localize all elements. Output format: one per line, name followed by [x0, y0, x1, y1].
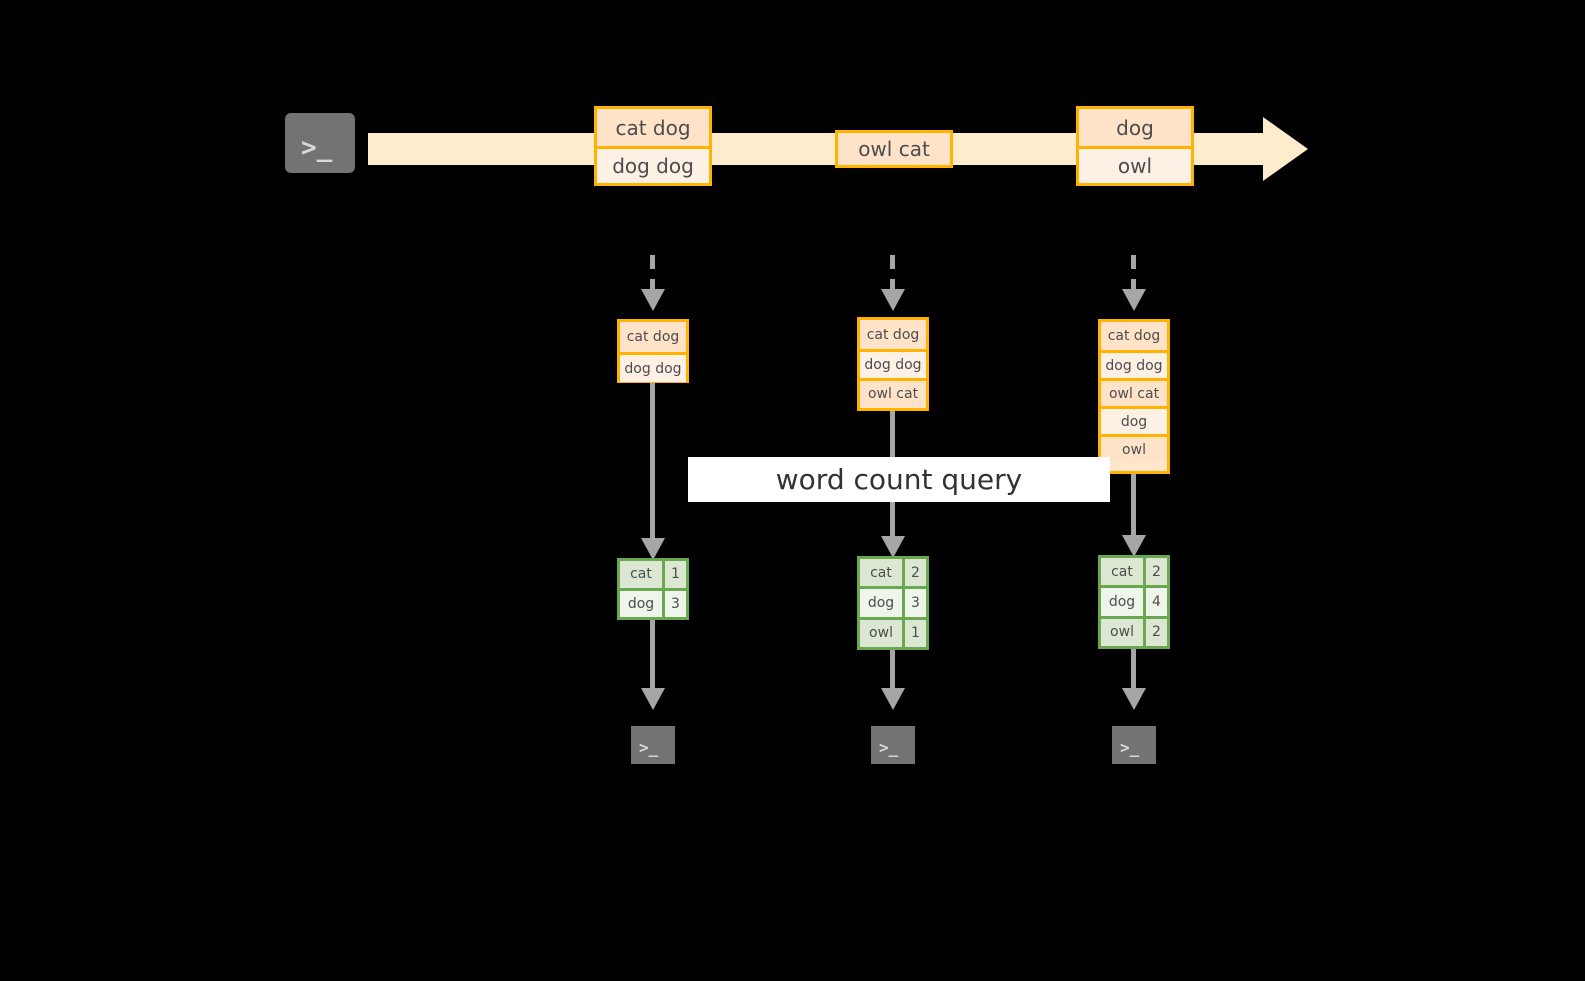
- snapshot-3-tap-line: [1131, 255, 1136, 291]
- snapshot-message-row: dog dog: [620, 352, 686, 382]
- table-cell-word: owl: [860, 619, 905, 647]
- table-cell-count: 4: [1146, 588, 1167, 616]
- snapshot-3-output-arrowhead: [1122, 688, 1146, 710]
- table-cell-count: 3: [905, 589, 926, 617]
- table-row: cat 2: [860, 559, 926, 587]
- table-cell-word: cat: [1101, 558, 1146, 586]
- stream-arrowhead: [1263, 117, 1308, 181]
- stream-message-3[interactable]: dog owl: [1076, 106, 1194, 186]
- terminal-prompt-icon: >_: [1120, 738, 1140, 757]
- terminal-prompt-icon: >_: [639, 738, 659, 757]
- snapshot-3-consumer-terminal[interactable]: >_: [1102, 716, 1166, 774]
- table-cell-count: 1: [665, 561, 686, 588]
- snapshot-3-messages[interactable]: cat dog dog dog owl cat dog owl: [1098, 319, 1170, 474]
- table-row: cat 1: [620, 561, 686, 588]
- snapshot-3-query-line: [1131, 474, 1136, 544]
- snapshot-2-output-arrowhead: [881, 688, 905, 710]
- snapshot-1-tap-arrowhead: [641, 289, 665, 311]
- snapshot-2-query-arrowhead: [881, 536, 905, 558]
- table-cell-word: cat: [860, 559, 905, 587]
- query-label: word count query: [688, 457, 1110, 502]
- table-row: owl 1: [860, 616, 926, 647]
- table-row: dog 3: [860, 586, 926, 617]
- terminal-prompt-icon: >_: [301, 133, 333, 163]
- snapshot-message-row: owl: [1101, 434, 1167, 462]
- table-row: owl 2: [1101, 615, 1167, 646]
- snapshot-2-output-line: [890, 650, 895, 695]
- table-row: cat 2: [1101, 558, 1167, 586]
- snapshot-1-result-table[interactable]: cat 1 dog 3: [617, 558, 689, 620]
- snapshot-3-result-table[interactable]: cat 2 dog 4 owl 2: [1098, 555, 1170, 649]
- table-cell-word: dog: [1101, 588, 1146, 616]
- stream-message-line: dog: [1079, 109, 1191, 146]
- snapshot-message-row: owl cat: [860, 378, 926, 407]
- snapshot-message-row: owl cat: [1101, 378, 1167, 406]
- stream-message-2[interactable]: owl cat: [835, 130, 953, 168]
- table-cell-count: 2: [1146, 618, 1167, 646]
- snapshot-message-row: dog dog: [1101, 350, 1167, 378]
- table-cell-word: cat: [620, 561, 665, 588]
- table-row: dog 3: [620, 587, 686, 617]
- snapshot-message-row: cat dog: [860, 320, 926, 349]
- stream-message-line: owl: [1079, 146, 1191, 183]
- snapshot-1-output-line: [650, 620, 655, 695]
- snapshot-message-row: dog dog: [860, 349, 926, 378]
- table-cell-count: 2: [1146, 558, 1167, 586]
- snapshot-message-row: dog: [1101, 406, 1167, 434]
- table-row: dog 4: [1101, 585, 1167, 616]
- snapshot-3-output-line: [1131, 649, 1136, 695]
- table-cell-count: 1: [905, 619, 926, 647]
- snapshot-2-tap-line: [890, 255, 895, 291]
- stream-message-line: dog dog: [597, 146, 709, 183]
- snapshot-3-query-arrowhead: [1122, 535, 1146, 557]
- table-cell-word: dog: [620, 590, 665, 617]
- snapshot-1-tap-line: [650, 255, 655, 291]
- snapshot-message-row: cat dog: [1101, 322, 1167, 350]
- table-cell-word: owl: [1101, 618, 1146, 646]
- snapshot-2-tap-arrowhead: [881, 289, 905, 311]
- producer-terminal[interactable]: >_: [275, 103, 365, 183]
- snapshot-1-consumer-terminal[interactable]: >_: [621, 716, 685, 774]
- stream-message-1[interactable]: cat dog dog dog: [594, 106, 712, 186]
- snapshot-3-tap-arrowhead: [1122, 289, 1146, 311]
- snapshot-2-consumer-terminal[interactable]: >_: [861, 716, 925, 774]
- snapshot-1-query-arrowhead: [641, 538, 665, 560]
- snapshot-2-messages[interactable]: cat dog dog dog owl cat: [857, 317, 929, 411]
- snapshot-1-output-arrowhead: [641, 688, 665, 710]
- stream-message-line: owl cat: [838, 133, 950, 165]
- table-cell-count: 2: [905, 559, 926, 587]
- snapshot-message-row: cat dog: [620, 322, 686, 352]
- terminal-prompt-icon: >_: [879, 738, 899, 757]
- snapshot-1-messages[interactable]: cat dog dog dog: [617, 319, 689, 383]
- stream-message-line: cat dog: [597, 109, 709, 146]
- table-cell-word: dog: [860, 589, 905, 617]
- table-cell-count: 3: [665, 590, 686, 617]
- snapshot-2-result-table[interactable]: cat 2 dog 3 owl 1: [857, 556, 929, 650]
- snapshot-1-query-line: [650, 383, 655, 546]
